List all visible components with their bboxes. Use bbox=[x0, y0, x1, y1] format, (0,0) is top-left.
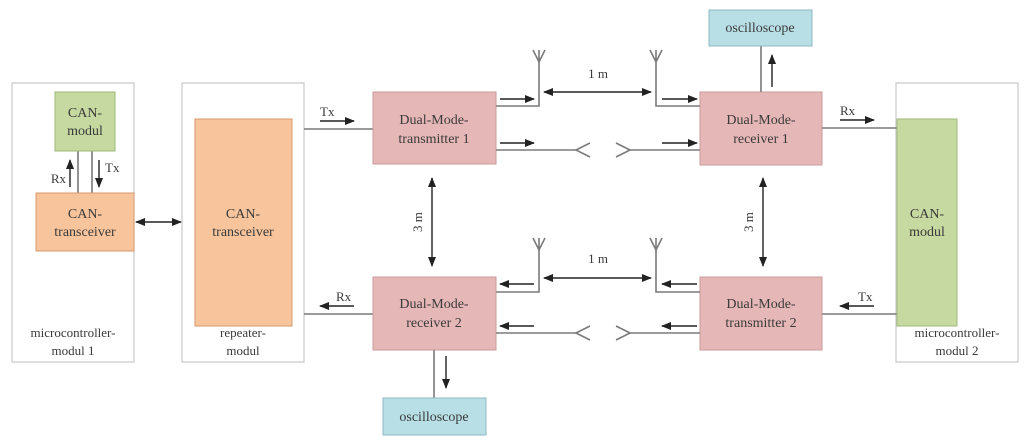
can-modul-1-block: CAN- modul bbox=[54, 91, 116, 152]
mcu2-label-line1: microcontroller- bbox=[915, 325, 1000, 340]
transmitter-1-line2: transmitter 1 bbox=[398, 132, 469, 147]
rx-label-repeater: Rx bbox=[336, 289, 352, 304]
oscilloscope-2-block: oscilloscope bbox=[382, 397, 487, 436]
dual-mode-receiver-2-block: Dual-Mode- receiver 2 bbox=[372, 276, 497, 351]
bottom-distance-label: 1 m bbox=[588, 251, 608, 266]
can-modul-1-line1: CAN- bbox=[68, 106, 103, 121]
can-modul-2-line1: CAN- bbox=[910, 207, 945, 222]
rx1-antenna-feed bbox=[655, 62, 700, 107]
connector-icon bbox=[574, 142, 591, 158]
dual-mode-transmitter-1-block: Dual-Mode- transmitter 1 bbox=[372, 91, 497, 165]
transmitter-2-line2: transmitter 2 bbox=[725, 316, 796, 331]
receiver-1-line1: Dual-Mode- bbox=[726, 113, 796, 128]
rx2-antenna-feed bbox=[496, 250, 540, 293]
mcu2-label-line2: modul 2 bbox=[936, 343, 979, 358]
can-modul-2-line2: modul bbox=[909, 225, 945, 240]
oscilloscope-1-block: oscilloscope bbox=[708, 9, 813, 47]
connector-icon bbox=[615, 142, 632, 158]
receiver-2-line2: receiver 2 bbox=[406, 316, 462, 331]
tx-label-mcu1: Tx bbox=[105, 160, 120, 175]
can-modul-2-block: CAN- modul bbox=[896, 118, 958, 327]
transmitter-2-line1: Dual-Mode- bbox=[726, 297, 796, 312]
repeater-label-line2: modul bbox=[226, 343, 260, 358]
can-transceiver-1-block: CAN- transceiver bbox=[35, 192, 135, 252]
oscilloscope-2-label: oscilloscope bbox=[399, 410, 468, 425]
antenna-icon bbox=[532, 49, 546, 64]
mcu1-label-line2: modul 1 bbox=[52, 343, 95, 358]
rx-label-mcu2: Rx bbox=[840, 103, 856, 118]
oscilloscope-1-label: oscilloscope bbox=[725, 21, 794, 36]
rx-label-mcu1: Rx bbox=[51, 171, 67, 186]
can-transceiver-1-line1: CAN- bbox=[68, 207, 103, 222]
antenna-icon bbox=[649, 49, 663, 64]
connector-icon bbox=[574, 325, 591, 341]
transmitter-1-line1: Dual-Mode- bbox=[399, 113, 469, 128]
left-distance-label: 3 m bbox=[410, 212, 425, 232]
can-transceiver-1-line2: transceiver bbox=[54, 225, 116, 240]
connector-icon bbox=[615, 325, 632, 341]
tx1-antenna-feed bbox=[496, 62, 540, 107]
can-transceiver-repeater-line2: transceiver bbox=[212, 225, 274, 240]
antenna-icon bbox=[532, 237, 546, 252]
can-transceiver-repeater-line1: CAN- bbox=[226, 207, 261, 222]
can-transceiver-repeater-block: CAN- transceiver bbox=[194, 118, 293, 327]
dual-mode-transmitter-2-block: Dual-Mode- transmitter 2 bbox=[699, 276, 823, 351]
tx-label-mcu2: Tx bbox=[858, 289, 873, 304]
antenna-icon bbox=[649, 237, 663, 252]
receiver-2-line1: Dual-Mode- bbox=[399, 297, 469, 312]
repeater-label-line1: repeater- bbox=[220, 325, 266, 340]
tx2-antenna-feed bbox=[655, 250, 700, 293]
dual-mode-receiver-1-block: Dual-Mode- receiver 1 bbox=[699, 91, 823, 166]
can-modul-1-line2: modul bbox=[67, 124, 103, 139]
right-distance-label: 3 m bbox=[741, 212, 756, 232]
mcu1-label-line1: microcontroller- bbox=[31, 325, 116, 340]
tx-label-repeater: Tx bbox=[320, 104, 335, 119]
receiver-1-line2: receiver 1 bbox=[733, 132, 789, 147]
top-distance-label: 1 m bbox=[588, 66, 608, 81]
